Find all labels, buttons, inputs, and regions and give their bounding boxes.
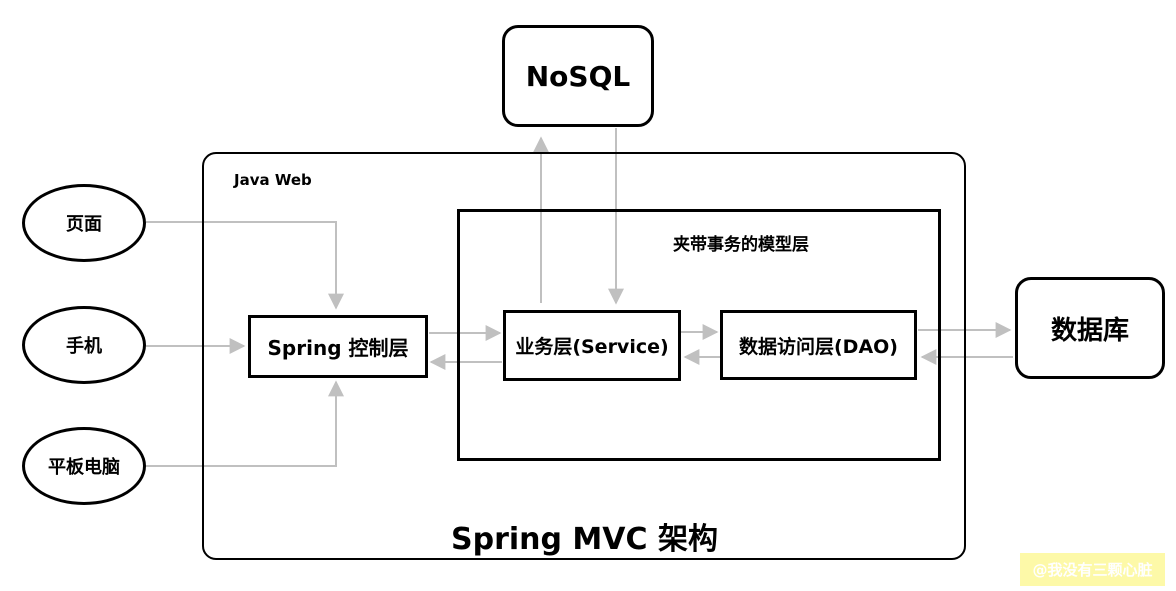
client-tablet-label: 平板电脑 (48, 457, 120, 478)
arrow-tablet-to-controller (146, 380, 344, 467)
model-layer-label: 夹带事务的模型层 (673, 235, 809, 255)
database-box: 数据库 (1015, 277, 1165, 379)
dao-box: 数据访问层(DAO) (720, 310, 917, 380)
controller-box: Spring 控制层 (248, 315, 428, 378)
model-layer-container (457, 209, 941, 461)
client-page-label: 页面 (66, 214, 102, 235)
service-box: 业务层(Service) (503, 310, 681, 381)
controller-label: Spring 控制层 (267, 336, 409, 360)
dao-label: 数据访问层(DAO) (739, 335, 898, 358)
architecture-caption: Spring MVC 架构 (451, 522, 718, 557)
database-label: 数据库 (1050, 315, 1129, 346)
java-web-label: Java Web (234, 171, 312, 189)
client-page: 页面 (22, 184, 146, 262)
watermark: @我没有三颗心脏 (1020, 553, 1165, 586)
client-phone-label: 手机 (66, 336, 102, 357)
client-tablet: 平板电脑 (22, 427, 146, 505)
java-web-container (202, 152, 966, 560)
arrow-page-to-controller (146, 221, 344, 310)
watermark-text: @我没有三颗心脏 (1032, 561, 1153, 579)
nosql-label: NoSQL (525, 59, 631, 93)
client-phone: 手机 (22, 306, 146, 384)
service-label: 业务层(Service) (515, 336, 669, 358)
nosql-box: NoSQL (502, 25, 654, 127)
